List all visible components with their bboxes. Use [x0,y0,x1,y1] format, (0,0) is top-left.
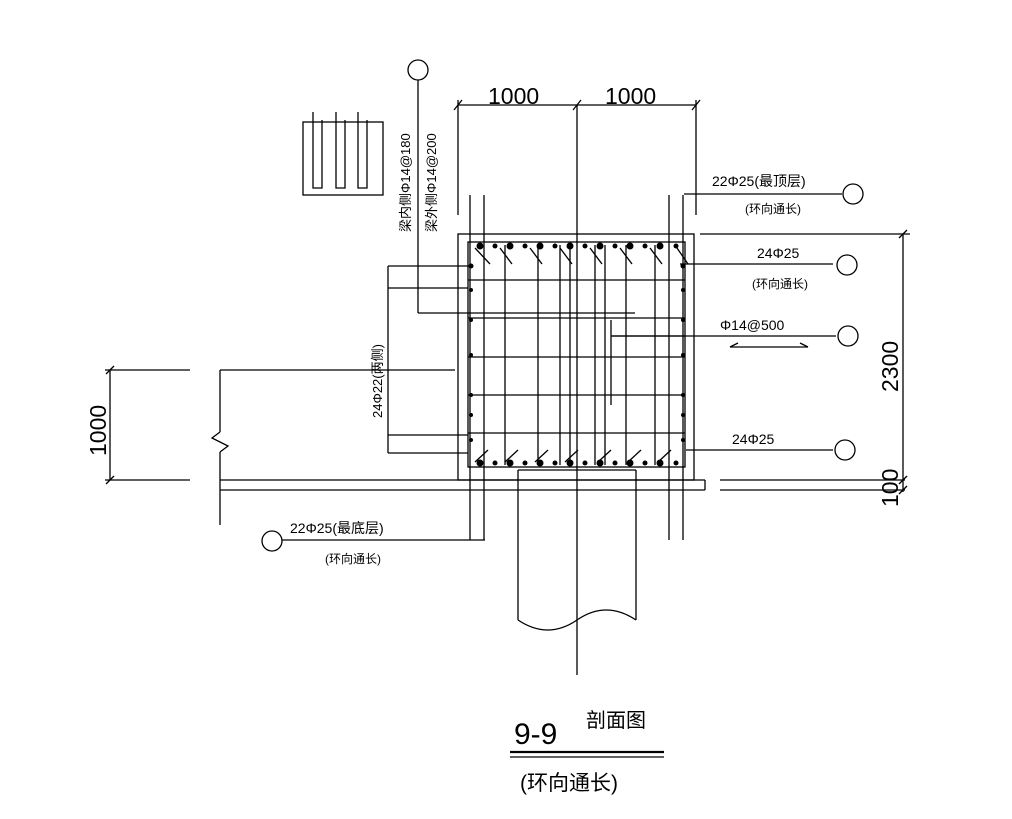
dim-right-height: 2300 [877,341,903,392]
left-wall [210,369,455,525]
label-bottom-rebar-note: (环向通长) [325,551,381,566]
section-number: 9-9 [514,718,557,751]
label-top-rebar: 22Φ25(最顶层) [712,173,806,189]
vertical-bars [469,195,684,540]
dim-left-height: 1000 [85,405,111,456]
label-stirrup-outer: 梁外侧Φ14@200 [424,133,439,232]
title-underline [510,750,664,758]
tie-rows [468,279,685,434]
side-rebar-leader [387,265,468,454]
section-name: 剖面图 [586,709,646,732]
right-leaders [612,183,864,461]
label-side-rebar: 24Φ22(两侧) [370,344,385,418]
label-lower-rebar: 24Φ25 [732,431,775,447]
label-stirrup-inner: 梁内侧Φ14@180 [398,133,413,232]
label-bottom-rebar: 22Φ25(最底层) [290,520,384,536]
bottom-marker [261,530,283,552]
stirrup-marker [407,59,429,81]
section-subtitle: (环向通长) [520,772,618,795]
left-dimension [105,365,190,485]
stirrup-detail-icon [302,112,384,196]
dim-top-left: 1000 [488,83,539,109]
slab [220,479,905,491]
label-upper-rebar: 24Φ25 [757,245,800,261]
rebar-dots [468,242,686,467]
dim-top-right: 1000 [605,83,656,109]
label-upper-rebar-note: (环向通长) [752,276,808,291]
dim-right-small: 100 [877,469,903,507]
top-dimension [453,99,701,215]
right-dimension [700,229,910,495]
label-top-rebar-note: (环向通长) [745,201,801,216]
tie-hooks [474,247,689,463]
label-tie-rebar: Φ14@500 [720,317,785,333]
